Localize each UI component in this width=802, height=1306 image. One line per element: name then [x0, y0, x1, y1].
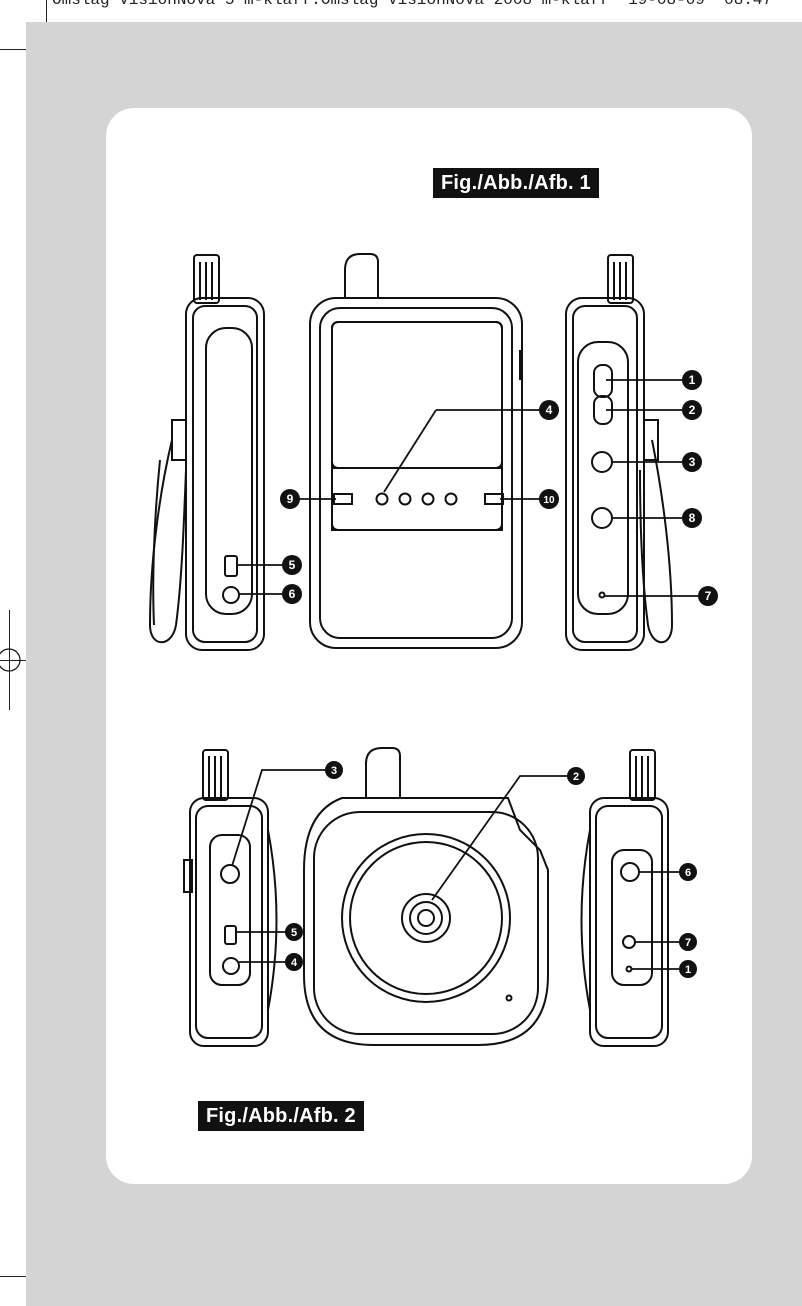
fig1-callout-lines [237, 379, 700, 597]
callout-3: 3 [689, 455, 696, 469]
callout-7: 7 [705, 589, 712, 603]
fig1-left-side-view [148, 254, 265, 651]
crop-mark [0, 660, 30, 661]
fig2-callout-lines [231, 769, 680, 970]
fig2-left-side-view [183, 749, 278, 1047]
callout-4: 4 [546, 403, 553, 417]
crop-mark [0, 1276, 38, 1277]
fig2-callout-2: 2 [573, 771, 579, 783]
callout-6: 6 [289, 587, 296, 601]
callout-numbers: 1 2 3 4 5 6 7 8 9 10 1 2 3 4 5 6 7 [287, 373, 712, 976]
registration-mark [0, 648, 21, 672]
fig2-right-side-view [580, 749, 669, 1047]
fig2-callout-7: 7 [685, 937, 691, 949]
fig2-callout-5: 5 [291, 927, 297, 939]
fig2-callout-4: 4 [291, 957, 298, 969]
print-header: Omslag VisionNova 5 m-klaff:Omslag Visio… [0, 0, 802, 22]
callout-9: 9 [287, 492, 294, 506]
callout-1: 1 [689, 373, 696, 387]
callout-badges [280, 370, 718, 978]
fig2-callout-6: 6 [685, 867, 691, 879]
figure1-label: Fig./Abb./Afb. 1 [433, 168, 599, 198]
fig2-callout-3: 3 [331, 765, 337, 777]
crop-mark [0, 49, 38, 50]
fig1-right-side-view [565, 254, 674, 651]
fig2-camera-front-view [303, 747, 549, 1046]
fig1-front-view [309, 253, 523, 649]
callout-5: 5 [289, 558, 296, 572]
callout-8: 8 [689, 511, 696, 525]
print-header-text: Omslag VisionNova 5 m-klaff:Omslag Visio… [52, 0, 773, 9]
callout-2: 2 [689, 403, 696, 417]
callout-10: 10 [543, 495, 555, 506]
fig2-callout-1: 1 [685, 964, 691, 976]
figure2-label: Fig./Abb./Afb. 2 [198, 1101, 364, 1131]
figure-panel [106, 108, 752, 1184]
